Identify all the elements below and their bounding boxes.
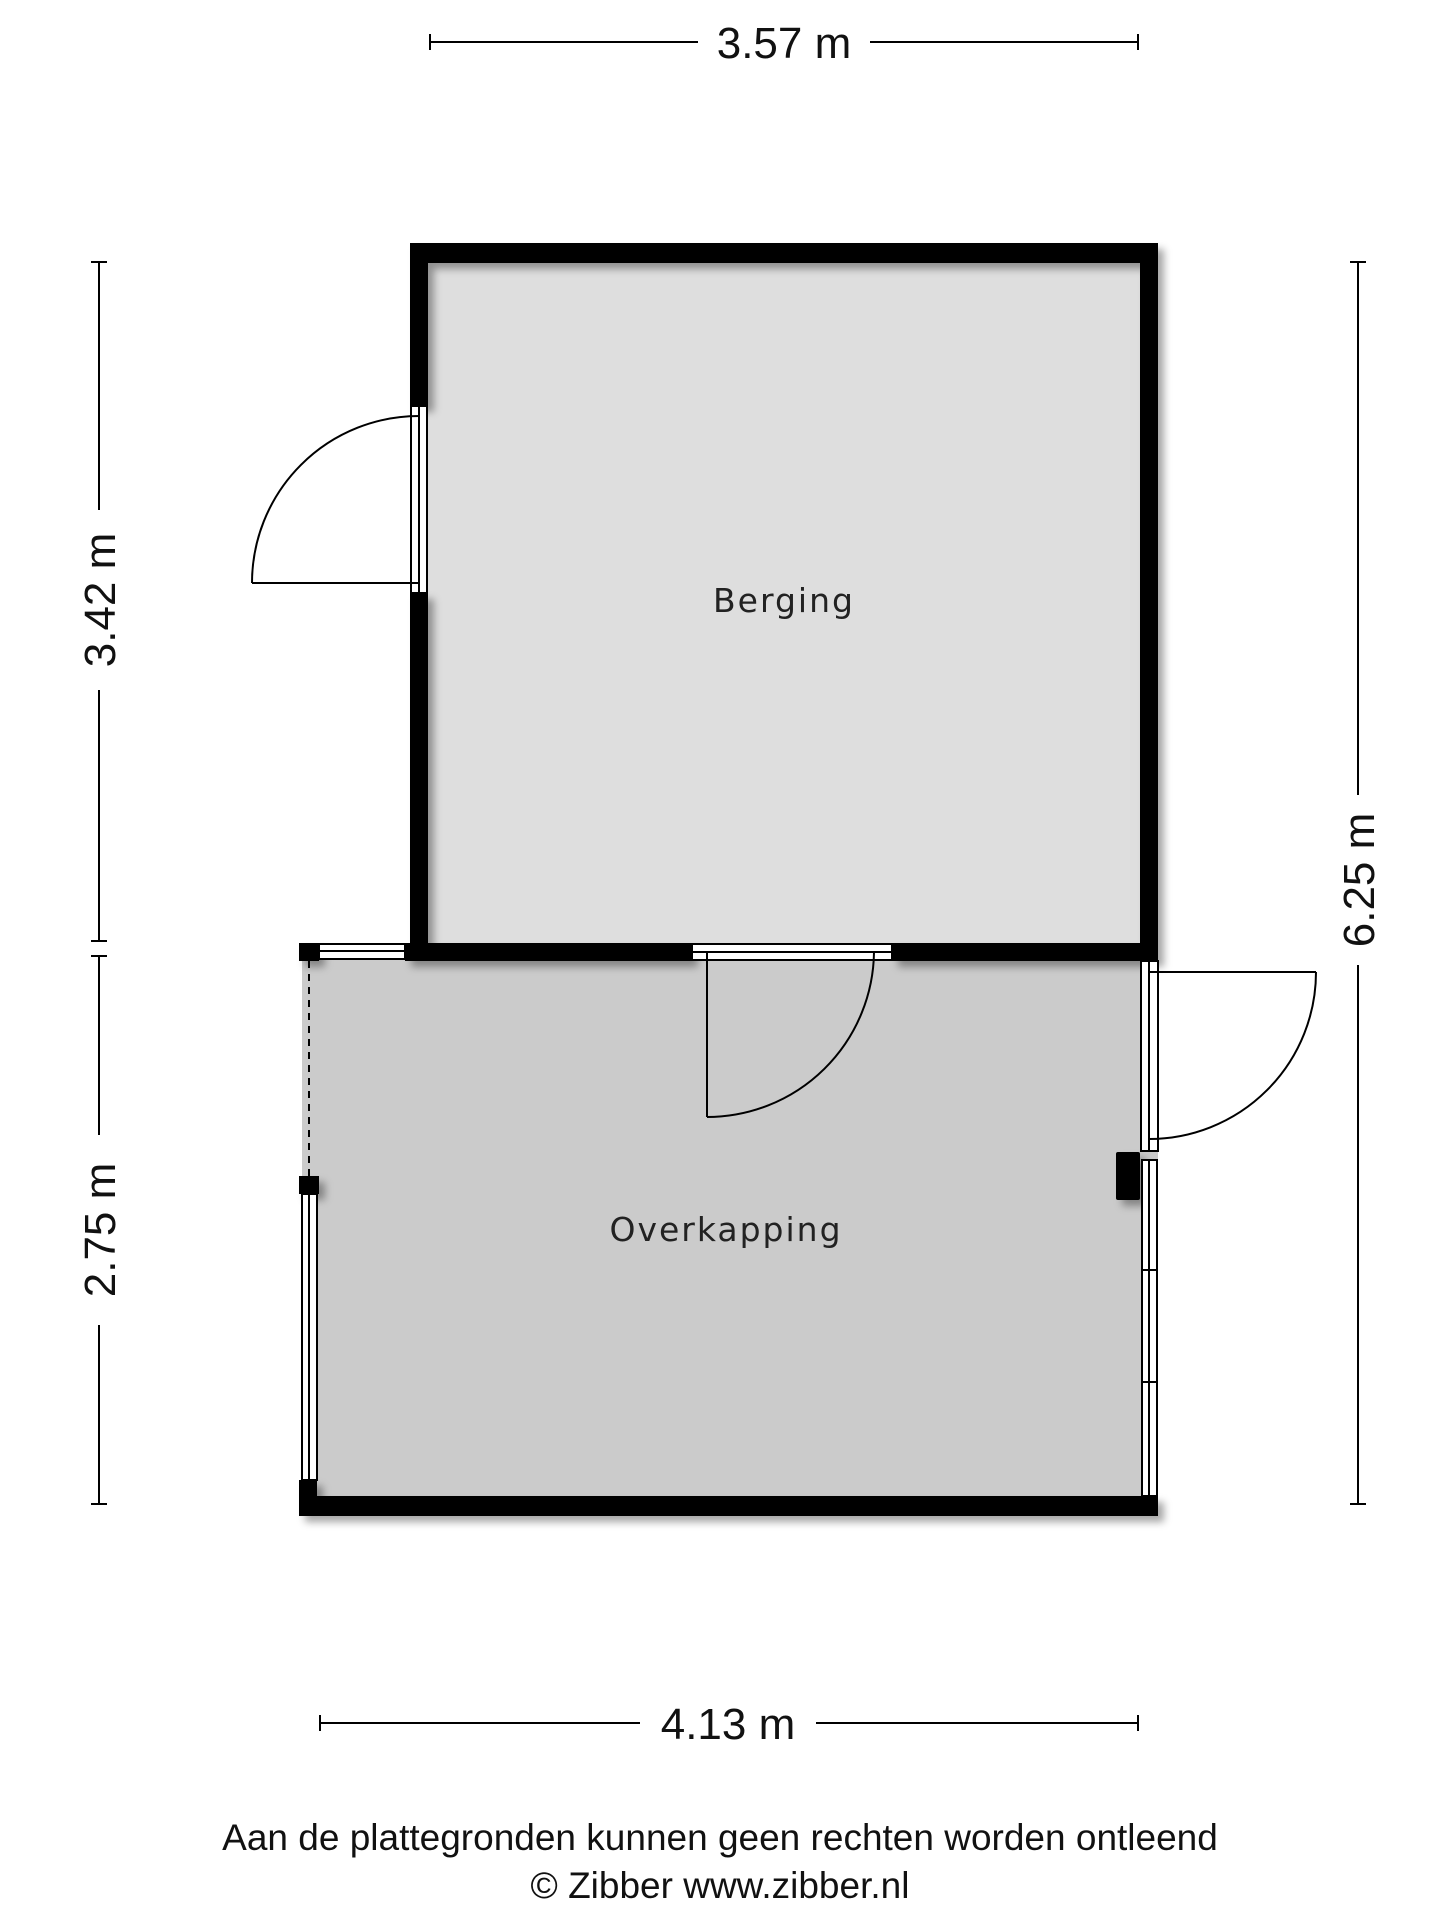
dimension-left-upper-label: 3.42 m [76,533,125,668]
door-berging-exterior [251,405,428,594]
dimension-right-label: 6.25 m [1335,813,1384,948]
door-overkapping-side [1140,960,1317,1152]
berging-floor [410,245,1158,945]
walls [299,243,1158,1516]
door-berging-interior [691,943,893,1118]
dimension-left-lower-label: 2.75 m [76,1163,125,1298]
dimension-bottom-label: 4.13 m [661,1700,796,1749]
windows [301,943,1158,1497]
room-label-overkapping: Overkapping [609,1210,842,1249]
dimension-top-label: 3.57 m [717,19,852,68]
room-label-berging: Berging [713,581,855,620]
dimension-lines [91,34,1366,1731]
copyright-text: © Zibber www.zibber.nl [530,1865,910,1906]
overkapping-floor [302,945,1158,1513]
disclaimer-text: Aan de plattegronden kunnen geen rechten… [222,1817,1218,1858]
